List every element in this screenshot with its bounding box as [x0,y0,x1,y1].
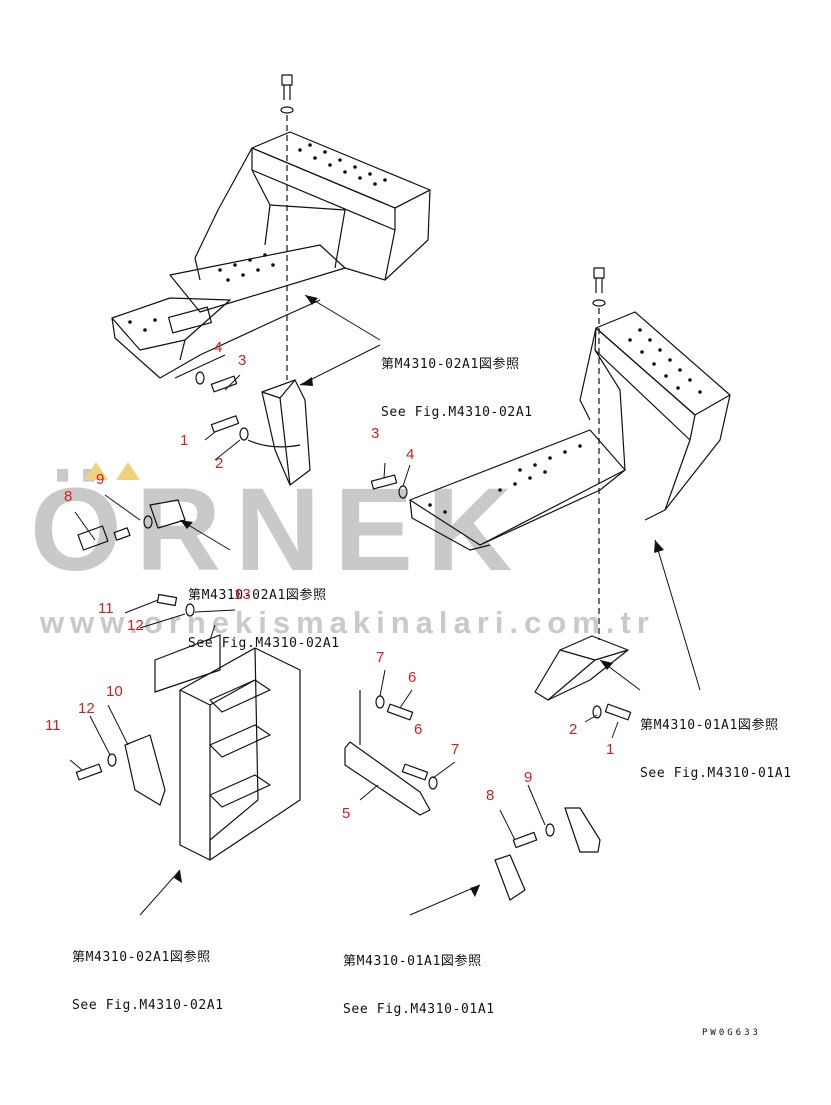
callout-11b: 11 [45,717,61,734]
callout-8: 8 [64,488,73,505]
leader-lines [69,294,701,916]
callout-8b: 8 [486,787,495,804]
callout-2-right: 2 [569,721,578,738]
reference-label-top-left: 第M4310-02A1図参照 See Fig.M4310-02A1 [381,357,533,420]
callout-4-right: 4 [406,446,415,463]
watermark-accent-left [84,462,108,480]
callout-7: 7 [376,649,385,666]
reference-label-middle-left: 第M4310-02A1図参照 See Fig.M4310-02A1 [188,588,340,651]
callout-11: 11 [98,600,114,617]
watermark-accent-right [116,462,140,480]
callout-6: 6 [408,669,417,686]
callout-6b: 6 [414,721,423,738]
callout-1-right: 1 [606,741,615,758]
callout-1: 1 [180,432,189,449]
right-step-assembly [370,267,731,721]
callout-3-right: 3 [371,425,380,442]
callout-13: 13 [234,586,251,603]
handrail-assembly [344,690,601,901]
arrow-heads [174,295,664,897]
callout-9b: 9 [524,769,533,786]
callout-5: 5 [342,805,351,822]
reference-label-bottom-center: 第M4310-01A1図参照 See Fig.M4310-01A1 [343,954,495,1017]
reference-label-bottom-left: 第M4310-02A1図参照 See Fig.M4310-02A1 [72,950,224,1013]
callout-9: 9 [96,471,105,488]
reference-label-right: 第M4310-01A1図参照 See Fig.M4310-01A1 [640,718,792,781]
drawing-code: PW0G633 [702,1028,761,1038]
left-step-assembly [111,74,431,486]
callout-12b: 12 [78,700,95,717]
callout-10: 10 [106,683,123,700]
callout-4: 4 [214,339,223,356]
callout-12: 12 [127,617,144,634]
ladder-assembly [75,499,301,861]
callout-2: 2 [215,455,224,472]
callout-3: 3 [238,352,247,369]
watermark-brand: ÖRNEK [30,464,527,596]
callout-7b: 7 [451,741,460,758]
watermark-url: www.ornekismakinalari.com.tr [40,605,655,640]
